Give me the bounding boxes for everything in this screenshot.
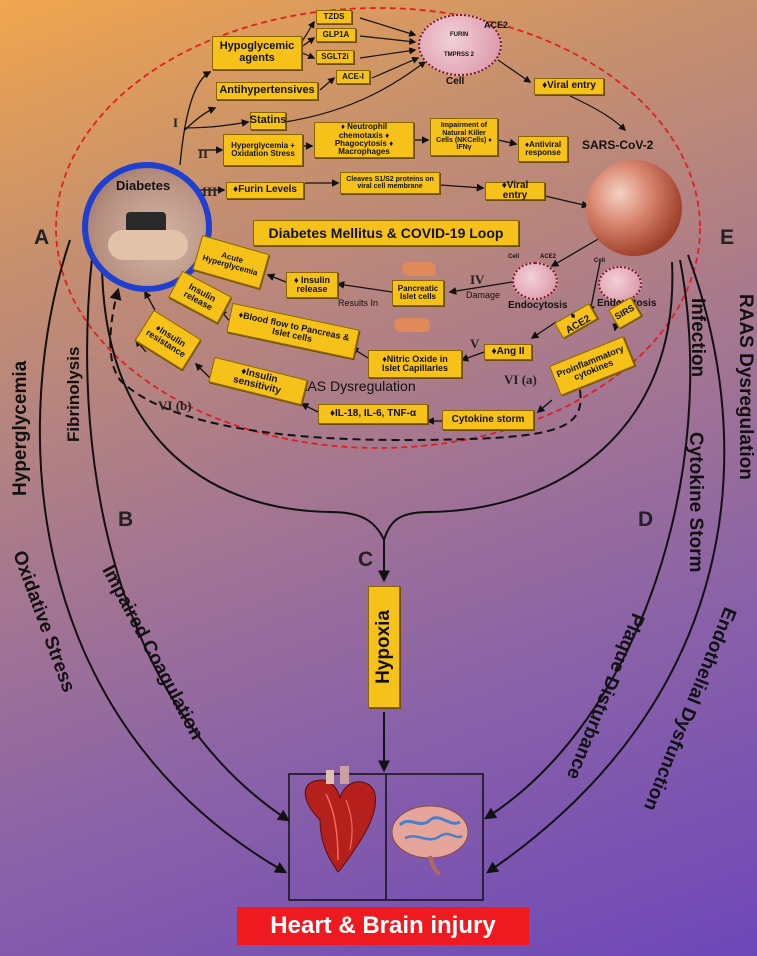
viral-entry-box: ♦Viral entry [485, 180, 545, 201]
furin-label: FURIN [450, 32, 469, 38]
sars-label: SARS-CoV-2 [582, 138, 654, 152]
cell-label-b: Cell [594, 258, 606, 264]
ang-ii-box: ♦Ang II [484, 344, 532, 360]
letter-d: D [638, 508, 654, 531]
damage-label: Damage [466, 290, 501, 300]
roman-v: V [470, 336, 480, 351]
endocytosis-cell-2 [598, 266, 642, 302]
tmprss2-label: TMPRSS 2 [444, 52, 475, 58]
roman-i: I [173, 115, 179, 130]
antiviral-box: ♦Antiviral response [518, 136, 568, 162]
glp1a-box: GLP1A [316, 28, 356, 42]
statins-box: Statins [250, 112, 286, 130]
raas-dysregulation-label: RAAS Dysregulation [288, 378, 416, 394]
ace-i-box: ACE-I [336, 70, 370, 84]
endocytosis-label-1: Endocytosis [508, 300, 568, 311]
brain-icon [391, 805, 469, 876]
insulin-release-box-iv: ♦ Insulin release [286, 272, 338, 298]
cytokine-storm-box: Cytokine storm [442, 410, 534, 430]
roman-iii: III [202, 184, 218, 199]
results-in-label: Results In [338, 298, 379, 308]
pancreatic-box: Pancreatic Islet cells [392, 280, 444, 306]
neutrophil-box: ♦ Neutrophil chemotaxis ♦ Phagocytosis ♦… [314, 122, 414, 158]
hypoglycemic-box: Hypoglycemic agents [212, 36, 302, 70]
letter-c: C [358, 548, 374, 571]
diabetes-label: Diabetes [116, 178, 171, 193]
heart-icon [304, 766, 376, 873]
hand-icon [108, 230, 188, 260]
pancreas-icon-2 [394, 318, 430, 332]
diagram-title: Heart & Brain injury [237, 907, 529, 945]
antihypertensives-box: Antihypertensives [216, 82, 318, 100]
raas-vertical: RAAS Dysregulation [735, 294, 756, 480]
loop-title: Diabetes Mellitus & COVID-19 Loop [253, 220, 519, 246]
roman-vi-a: VI (a) [504, 372, 537, 387]
viral-entry-box-top: ♦Viral entry [534, 78, 604, 95]
letter-b: B [118, 508, 134, 531]
cell-label-top: Cell [446, 76, 465, 87]
hypoxia-label: Hypoxia [373, 610, 395, 684]
cleaves-box: Cleaves S1/S2 proteins on viral cell mem… [340, 172, 440, 194]
pancreas-icon [402, 262, 436, 276]
roman-iv: IV [470, 272, 485, 287]
endocytosis-cell-1 [512, 262, 558, 300]
cytokine-storm-vertical: Cytokine Storm [685, 432, 706, 573]
tzds-box: TZDS [316, 10, 352, 24]
furin-levels-box: ♦Furin Levels [226, 182, 304, 199]
letter-a: A [34, 226, 50, 249]
roman-ii: II [198, 146, 209, 161]
ace2-label-a: ACE2 [540, 254, 557, 260]
letter-e: E [720, 226, 735, 249]
ace2-label-top: ACE2 [484, 20, 509, 30]
sars-cov-2-virus-icon [586, 160, 682, 256]
fibrinolysis-vertical: Fibrinolysis [64, 346, 83, 442]
host-cell-top [418, 14, 502, 76]
sglt2i-box: SGLT2i [316, 50, 354, 64]
loop-ellipse [55, 7, 701, 449]
hyperglycemia-box: Hyperglycemia + Oxidation Stress [223, 134, 303, 166]
hyperglycemia-vertical: Hyperglycemia [10, 360, 31, 496]
il-box: ♦IL-18, IL-6, TNF-α [318, 404, 428, 424]
cell-label-a: Cell [508, 254, 520, 260]
glucometer-icon [126, 212, 166, 234]
hypoxia-box: Hypoxia [368, 586, 400, 708]
infection-vertical: Infection [687, 298, 708, 378]
roman-vi-b: VI (b) [158, 398, 192, 413]
diabetes-circle [82, 162, 212, 292]
nitric-oxide-box: ♦Nitric Oxide in Islet Capillaries [368, 350, 462, 378]
nk-cells-box: Impairment of Natural Killer Cells (NKCe… [430, 118, 498, 156]
